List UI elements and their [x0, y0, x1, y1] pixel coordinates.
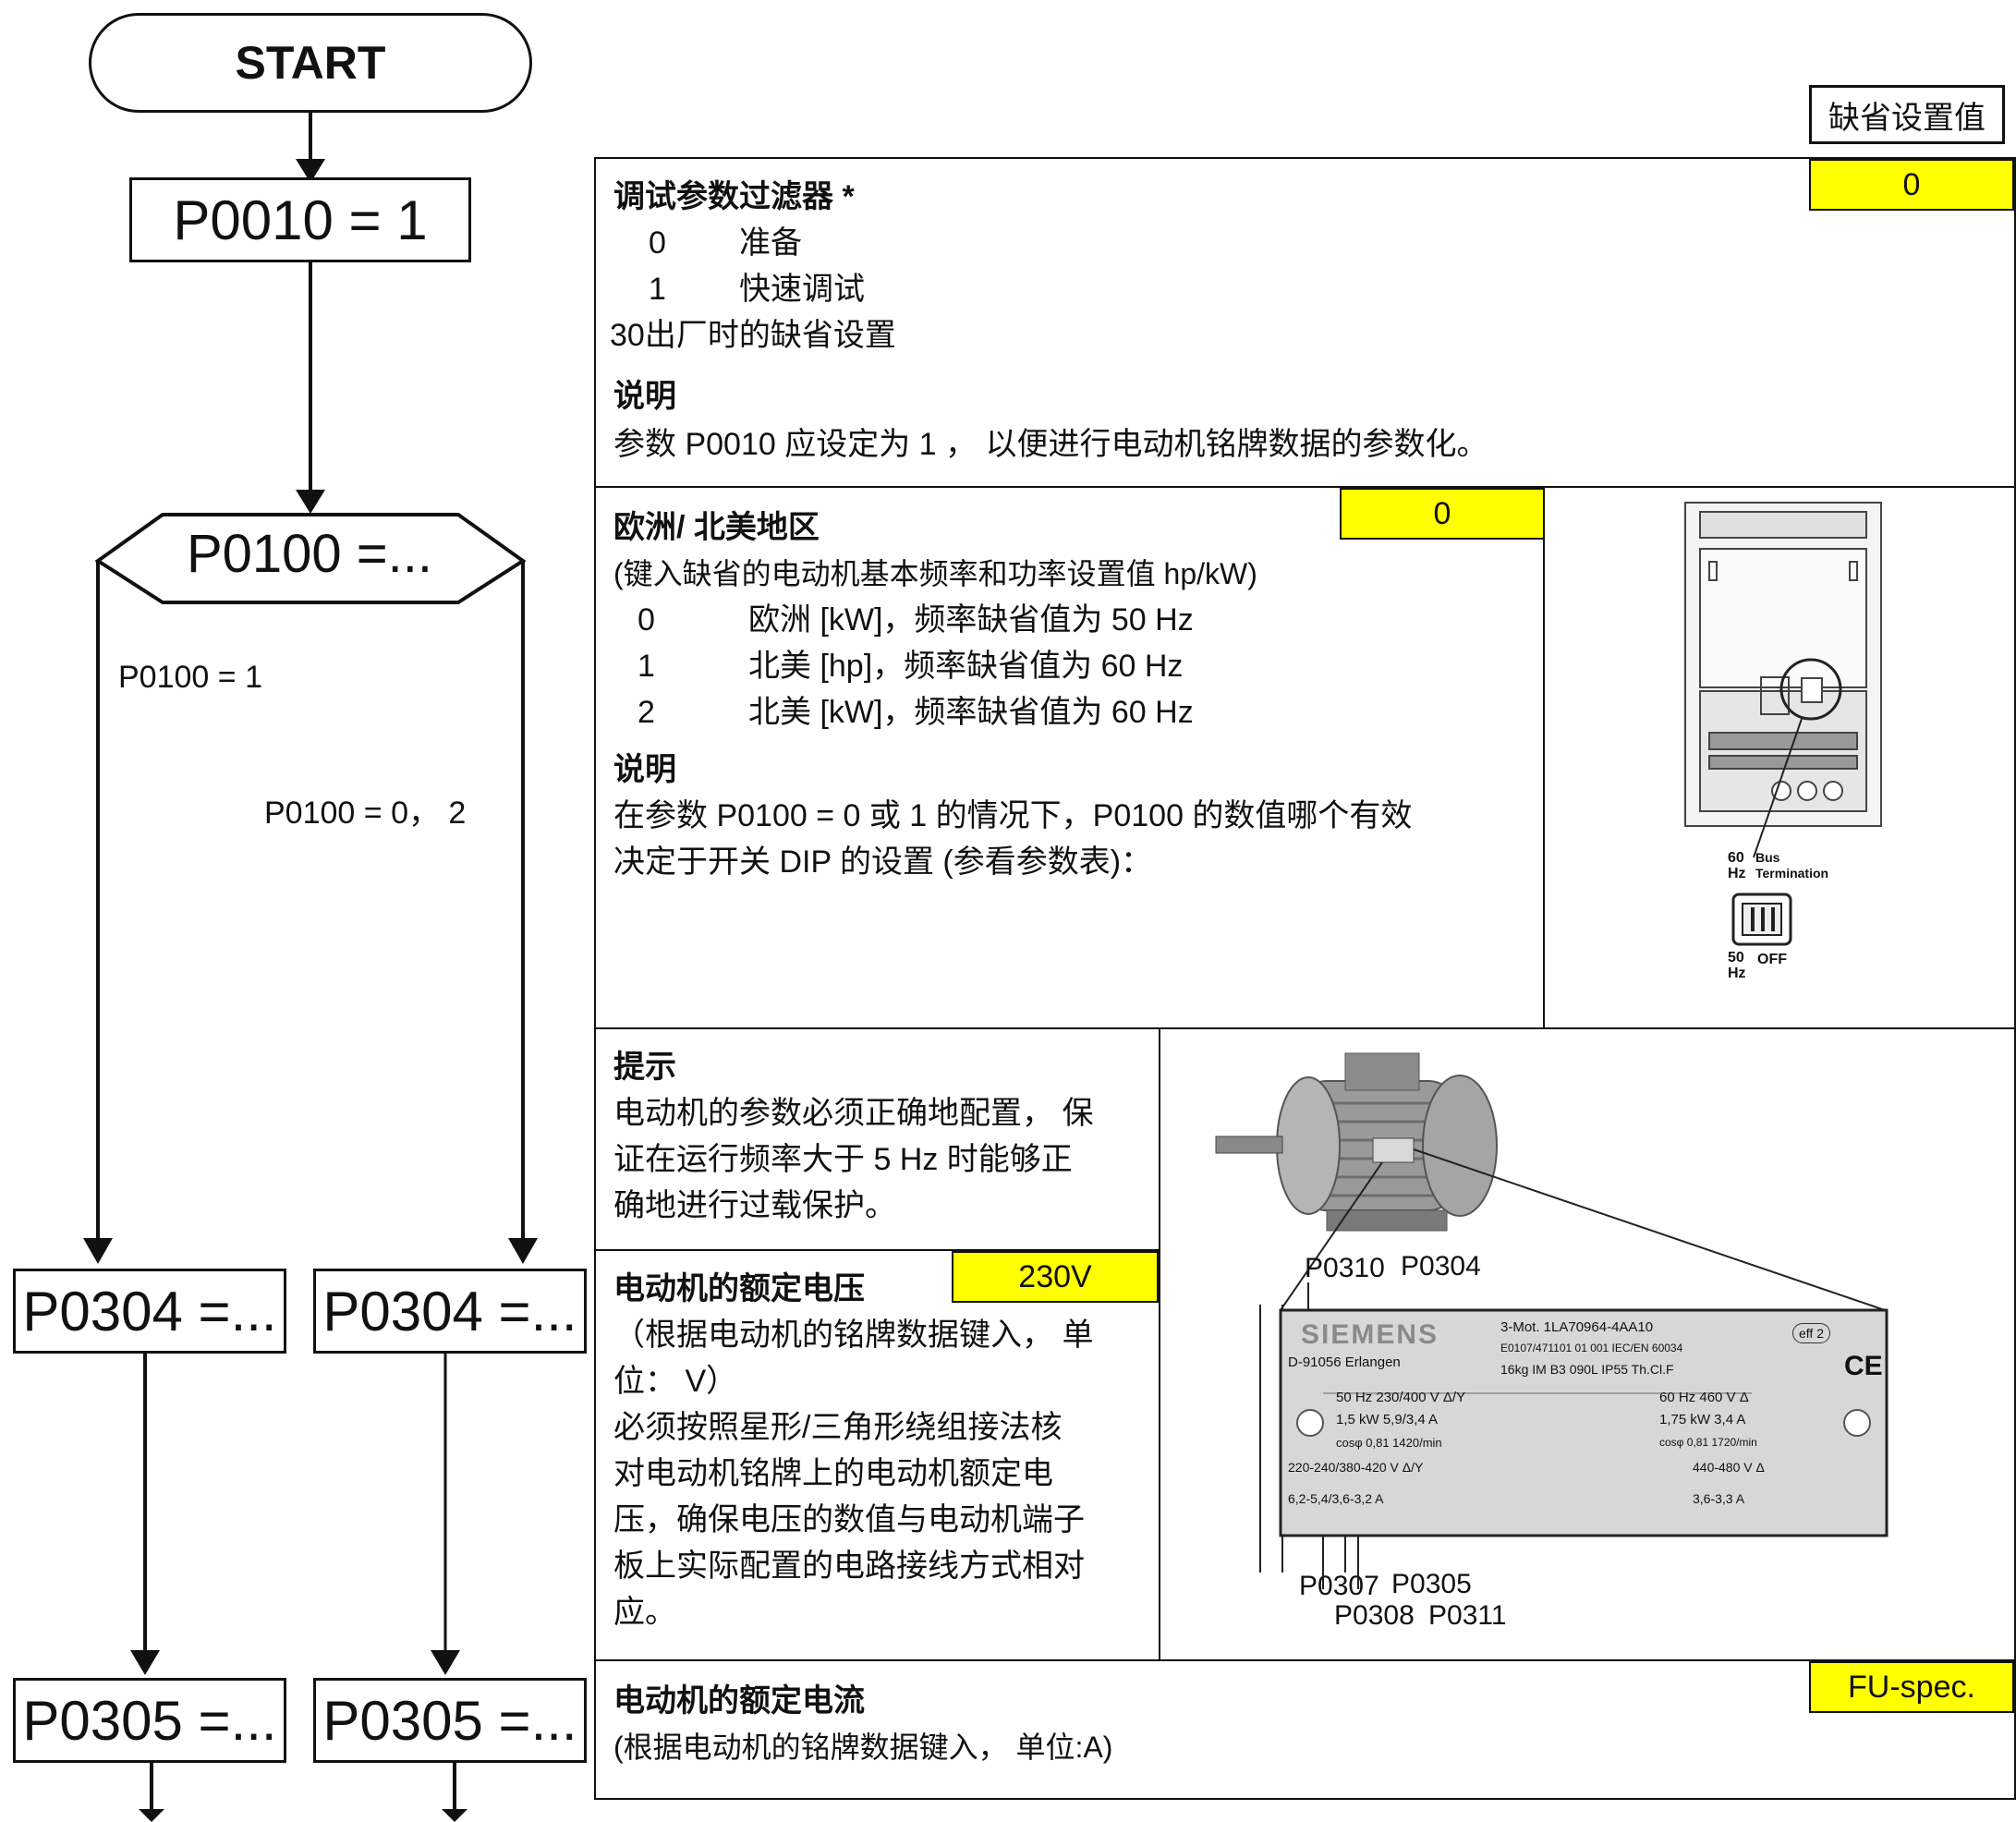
p0305-title: 电动机的额定电流: [613, 1683, 865, 1719]
nameplate-r1: 50 Hz 230/400 V Δ/Y: [1336, 1390, 1466, 1405]
nameplate-mass: 16kg IM B3 090L IP55 Th.Cl.F: [1500, 1362, 1674, 1377]
nameplate-ce-mark: CE: [1844, 1351, 1883, 1381]
p0100-decision-label: P0100 =...: [186, 524, 433, 584]
p0100-opt1-text: 北美 [hp]，频率缺省值为 60 Hz: [748, 649, 1184, 684]
nameplate-std: E0107/471101 01 001 IEC/EN 60034: [1500, 1342, 1683, 1354]
label-p0311: P0311: [1428, 1600, 1507, 1631]
nameplate-mot: 3-Mot. 1LA70964-4AA10: [1500, 1319, 1654, 1335]
p0304-default-value: 230V: [952, 1251, 1159, 1303]
p0100-opt1-num: 1: [638, 649, 655, 684]
p0010-box: P0010 = 1: [129, 177, 471, 262]
p0010-opt0-text: 准备: [739, 225, 802, 261]
p0304-line7: 应。: [613, 1595, 676, 1630]
nameplate-r2: 1,5 kW 5,9/3,4 A: [1336, 1412, 1439, 1427]
inverter-dip-switch-drawing: [1684, 502, 1882, 946]
p0304-line3: 必须按照星形/三角形绕组接法核: [613, 1410, 1063, 1445]
p0305-box-left: P0305 =...: [13, 1678, 286, 1763]
p0304-divider: [1159, 1027, 1160, 1661]
dip-bus-termination-label: Bus Termination: [1755, 850, 1829, 881]
nameplate-r6: 60 Hz 460 V Δ: [1659, 1390, 1749, 1405]
nameplate-r9: 440-480 V Δ: [1693, 1460, 1765, 1475]
p0100-default-value: 0: [1340, 488, 1545, 540]
p0100-opt0-num: 0: [638, 602, 655, 638]
hint-divider: [594, 1249, 1160, 1251]
p0304-title: 电动机的额定电压: [613, 1271, 865, 1306]
label-p0310: P0310: [1305, 1253, 1385, 1283]
nameplate-r7: 1,75 kW 3,4 A: [1659, 1412, 1746, 1427]
p0304-line4: 对电动机铭牌上的电动机额定电: [613, 1456, 1053, 1491]
p0304-line2: 位： V）: [613, 1364, 738, 1399]
dip-60hz-label: 60 Hz: [1728, 850, 1746, 881]
motor-nameplate-drawing: [1215, 1052, 1888, 1589]
nameplate-r10: 3,6-3,3 A: [1693, 1491, 1745, 1506]
p0010-opt1-num: 1: [649, 272, 666, 307]
p0010-note: 参数 P0010 应设定为 1 ， 以便进行电动机铭牌数据的参数化。: [613, 427, 1488, 462]
p0010-title: 调试参数过滤器 *: [613, 179, 855, 214]
p0100-note-line2: 决定于开关 DIP 的设置 (参看参数表)：: [613, 844, 1153, 880]
p0304-line6: 板上实际配置的电路接线方式相对: [613, 1549, 1085, 1584]
p0305-default-value: FU-spec.: [1809, 1661, 2014, 1713]
p0100-opt2-num: 2: [638, 695, 655, 730]
p0010-default-value: 0: [1809, 159, 2014, 211]
hint-line1: 电动机的参数必须正确地配置， 保: [613, 1096, 1094, 1131]
p0010-note-title: 说明: [613, 379, 676, 414]
label-p0305: P0305: [1391, 1569, 1472, 1599]
label-p0307: P0307: [1299, 1571, 1379, 1601]
section-p0305: [594, 1659, 2016, 1800]
dip-50hz-label: 50 Hz: [1728, 950, 1746, 981]
p0100-divider: [1543, 486, 1545, 1029]
nameplate-city: D-91056 Erlangen: [1288, 1354, 1401, 1370]
default-value-header: 缺省设置值: [1809, 85, 2005, 144]
hint-line3: 确地进行过载保护。: [613, 1188, 896, 1223]
p0100-title: 欧洲/ 北美地区: [613, 510, 820, 545]
dip-off-label: OFF: [1757, 952, 1787, 967]
hint-title: 提示: [613, 1050, 676, 1085]
nameplate-r8: cosφ 0,81 1720/min: [1659, 1436, 1757, 1449]
p0100-note-title: 说明: [613, 752, 676, 787]
label-p0304: P0304: [1401, 1251, 1481, 1281]
nameplate-r4: 220-240/380-420 V Δ/Y: [1288, 1460, 1424, 1475]
p0304-line1: （根据电动机的铭牌数据键入， 单: [613, 1318, 1094, 1353]
nameplate-brand: SIEMENS: [1301, 1319, 1439, 1350]
p0100-note-line1: 在参数 P0100 = 0 或 1 的情况下，P0100 的数值哪个有效: [613, 798, 1413, 833]
p0305-box-right: P0305 =...: [313, 1678, 587, 1763]
p0100-opt2-text: 北美 [kW]，频率缺省值为 60 Hz: [748, 695, 1194, 730]
p0304-line5: 压，确保电压的数值与电动机端子: [613, 1502, 1085, 1537]
motor-icon: [1215, 1052, 1498, 1232]
start-terminal: START: [89, 13, 532, 113]
branch-label-02: P0100 = 0， 2: [264, 796, 467, 831]
branch-label-1: P0100 = 1: [118, 660, 262, 695]
p0010-opt30: 30出厂时的缺省设置: [610, 318, 896, 353]
p0010-opt0-num: 0: [649, 225, 666, 261]
p0304-box-left: P0304 =...: [13, 1269, 286, 1354]
nameplate-r3: cosφ 0,81 1420/min: [1336, 1436, 1442, 1450]
nameplate-r5: 6,2-5,4/3,6-3,2 A: [1288, 1491, 1384, 1506]
p0305-line1: (根据电动机的铭牌数据键入， 单位:A): [613, 1731, 1113, 1764]
p0100-subtitle: (键入缺省的电动机基本频率和功率设置值 hp/kW): [613, 557, 1257, 590]
nameplate-eff-badge: eff 2: [1792, 1323, 1830, 1343]
label-p0308: P0308: [1334, 1600, 1415, 1631]
p0100-opt0-text: 欧洲 [kW]，频率缺省值为 50 Hz: [748, 602, 1194, 638]
hint-line2: 证在运行频率大于 5 Hz 时能够正: [613, 1142, 1073, 1177]
p0304-box-right: P0304 =...: [313, 1269, 587, 1354]
p0010-opt1-text: 快速调试: [739, 272, 865, 307]
